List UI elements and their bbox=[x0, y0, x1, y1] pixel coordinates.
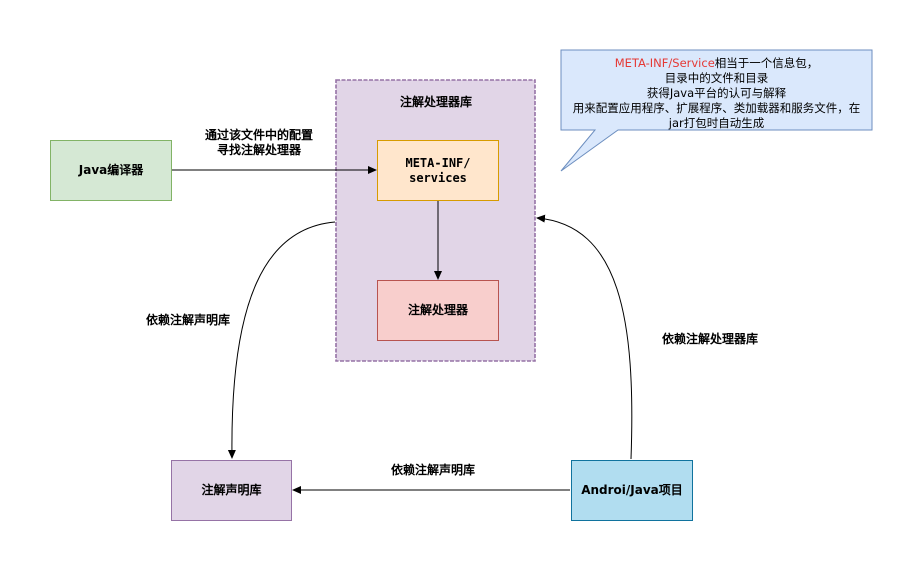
callout-line1-rest: 相当于一个信息包， bbox=[714, 56, 819, 70]
annotation-processor-node: 注解处理器 bbox=[377, 280, 499, 341]
callout-line3: 获得Java平台的认可与解释 bbox=[646, 85, 787, 100]
callout-text: META-INF/Service相当于一个信息包， 目录中的文件和目录 获得Ja… bbox=[561, 56, 872, 131]
edge-project-to-processor-lib bbox=[536, 214, 633, 460]
edge-label-compiler-line2: 寻找注解处理器 bbox=[216, 143, 301, 157]
android-java-project-label: Androi/Java项目 bbox=[581, 483, 683, 497]
edge-label-project-to-processor-lib: 依赖注解处理器库 bbox=[661, 332, 758, 346]
meta-inf-line1: META-INF/ bbox=[405, 155, 471, 170]
processor-library-title: 注解处理器库 bbox=[399, 95, 472, 109]
annotation-declaration-library-node: 注解声明库 bbox=[171, 460, 292, 521]
callout-line2: 目录中的文件和目录 bbox=[664, 70, 769, 85]
meta-inf-line2: services bbox=[409, 170, 467, 185]
edge-label-compiler-to-meta: 通过该文件中的配置 寻找注解处理器 bbox=[196, 128, 322, 158]
java-compiler-label: Java编译器 bbox=[78, 163, 144, 177]
meta-inf-services-node: META-INF/ services bbox=[377, 140, 499, 201]
annotation-declaration-library-label: 注解声明库 bbox=[201, 483, 262, 497]
android-java-project-node: Androi/Java项目 bbox=[571, 460, 693, 521]
callout-line4: 用来配置应用程序、扩展程序、类加载器和服务文件，在 bbox=[572, 100, 861, 115]
callout-line1: META-INF/Service相当于一个信息包， bbox=[561, 56, 872, 71]
java-compiler-node: Java编译器 bbox=[50, 140, 172, 201]
annotation-processor-label: 注解处理器 bbox=[407, 303, 468, 317]
edge-label-processor-lib-to-decl: 依赖注解声明库 bbox=[145, 313, 230, 327]
edge-label-compiler-line1: 通过该文件中的配置 bbox=[204, 128, 313, 142]
edge-processor-lib-to-decl bbox=[227, 221, 336, 459]
edge-label-project-to-decl: 依赖注解声明库 bbox=[390, 463, 475, 477]
callout-line1-highlight: META-INF/Service bbox=[614, 56, 715, 70]
callout-line5: jar打包时自动生成 bbox=[668, 115, 765, 130]
